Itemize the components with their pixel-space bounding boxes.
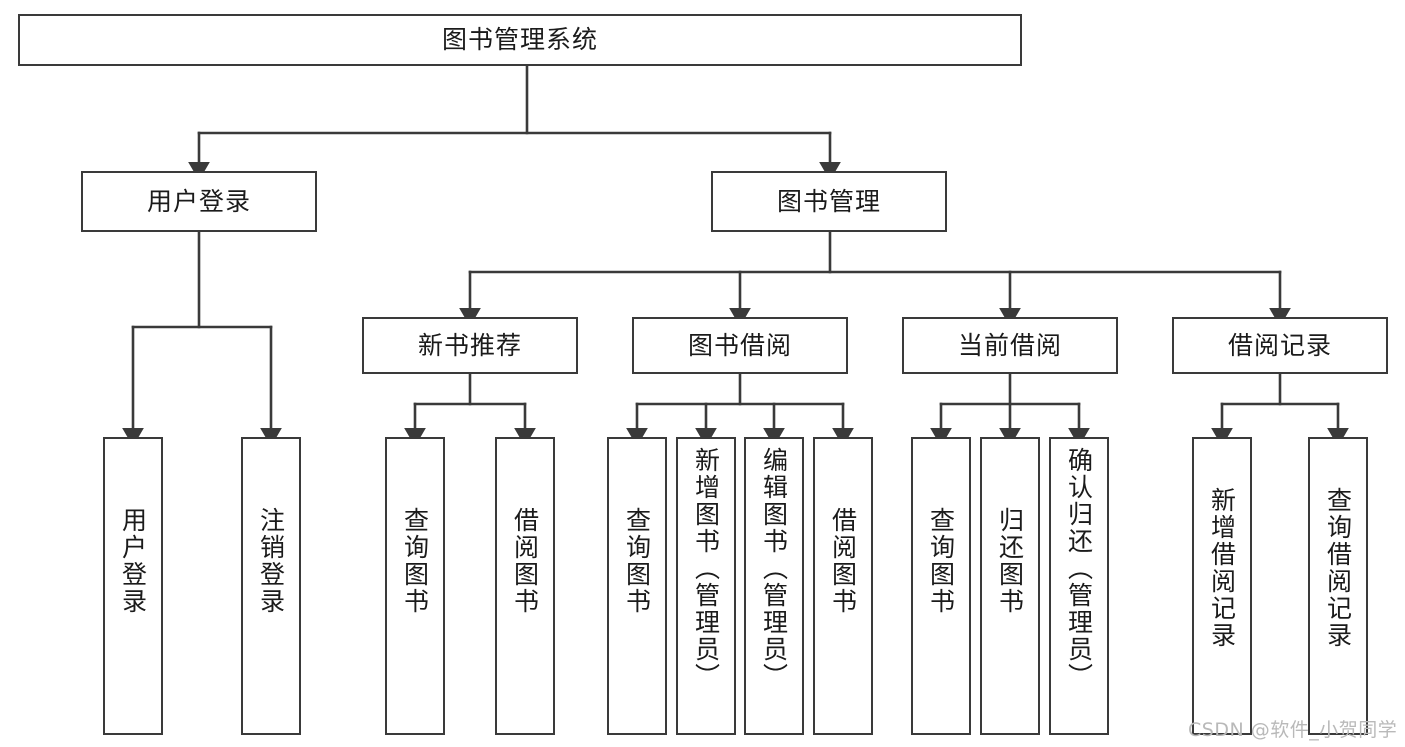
node-label: 图书管理系统 bbox=[441, 25, 598, 55]
leaf-borrow-add-book-admin[interactable]: 新增图书（管理员） bbox=[676, 437, 736, 735]
node-label: 图书借阅 bbox=[687, 330, 792, 360]
leaf-label: 借阅图书 bbox=[510, 507, 540, 615]
leaf-label: 编辑图书（管理员） bbox=[759, 447, 789, 690]
leaf-label: 查询图书 bbox=[622, 507, 652, 615]
leaf-user-login[interactable]: 用户登录 bbox=[103, 437, 163, 735]
node-borrowing-records[interactable]: 借阅记录 bbox=[1172, 317, 1388, 374]
node-new-book-recommendation[interactable]: 新书推荐 bbox=[362, 317, 578, 374]
leaf-label: 新增借阅记录 bbox=[1207, 487, 1237, 649]
leaf-label: 查询图书 bbox=[400, 507, 430, 615]
leaf-borrow-query-book[interactable]: 查询图书 bbox=[607, 437, 667, 735]
leaf-record-add-borrowing-record[interactable]: 新增借阅记录 bbox=[1192, 437, 1252, 735]
leaf-label: 查询图书 bbox=[926, 507, 956, 615]
node-label: 当前借阅 bbox=[957, 330, 1062, 360]
leaf-current-confirm-return-admin[interactable]: 确认归还（管理员） bbox=[1049, 437, 1109, 735]
leaf-current-query-book[interactable]: 查询图书 bbox=[911, 437, 971, 735]
node-book-management[interactable]: 图书管理 bbox=[711, 171, 947, 232]
node-label: 用户登录 bbox=[146, 186, 251, 216]
leaf-label: 用户登录 bbox=[118, 507, 148, 615]
leaf-label: 借阅图书 bbox=[828, 507, 858, 615]
leaf-label: 新增图书（管理员） bbox=[691, 447, 721, 690]
node-book-borrowing[interactable]: 图书借阅 bbox=[632, 317, 848, 374]
leaf-label: 归还图书 bbox=[995, 507, 1025, 615]
leaf-user-logout[interactable]: 注销登录 bbox=[241, 437, 301, 735]
leaf-borrow-borrow-book[interactable]: 借阅图书 bbox=[813, 437, 873, 735]
leaf-recommend-query-book[interactable]: 查询图书 bbox=[385, 437, 445, 735]
node-label: 图书管理 bbox=[776, 186, 881, 216]
leaf-borrow-edit-book-admin[interactable]: 编辑图书（管理员） bbox=[744, 437, 804, 735]
leaf-record-query-borrowing-record[interactable]: 查询借阅记录 bbox=[1308, 437, 1368, 735]
node-label: 借阅记录 bbox=[1227, 330, 1332, 360]
node-current-borrowing[interactable]: 当前借阅 bbox=[902, 317, 1118, 374]
leaf-label: 注销登录 bbox=[256, 507, 286, 615]
leaf-label: 确认归还（管理员） bbox=[1064, 447, 1094, 690]
leaf-label: 查询借阅记录 bbox=[1323, 487, 1353, 649]
node-root-book-management-system[interactable]: 图书管理系统 bbox=[18, 14, 1022, 66]
leaf-recommend-borrow-book[interactable]: 借阅图书 bbox=[495, 437, 555, 735]
node-user-login[interactable]: 用户登录 bbox=[81, 171, 317, 232]
watermark-text: CSDN @软件_小贺同学 bbox=[1188, 719, 1398, 741]
leaf-current-return-book[interactable]: 归还图书 bbox=[980, 437, 1040, 735]
node-label: 新书推荐 bbox=[417, 330, 522, 360]
